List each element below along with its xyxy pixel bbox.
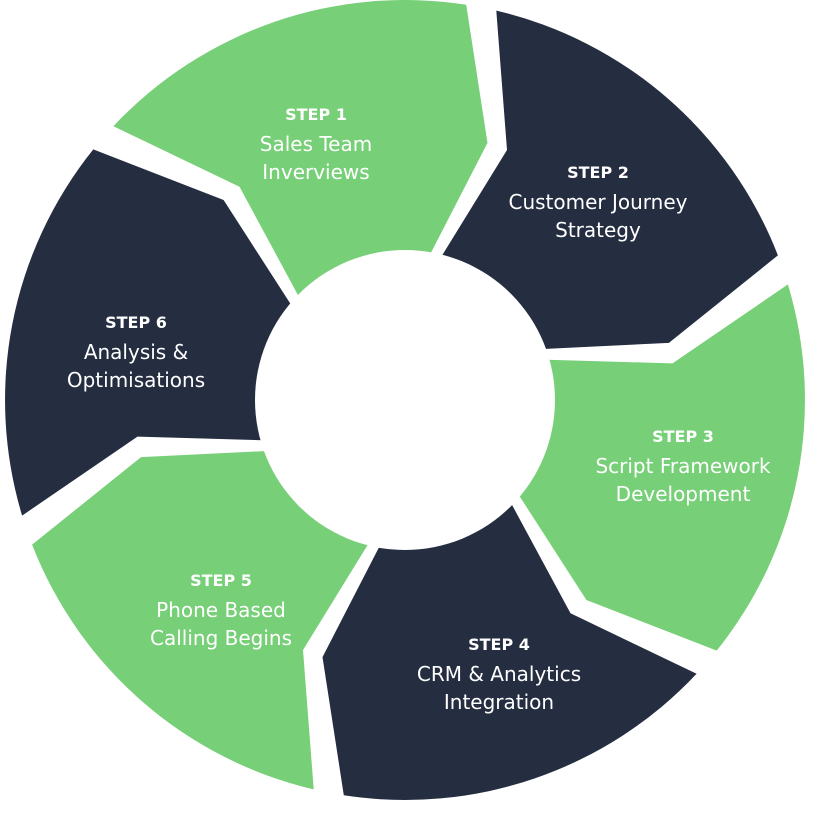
step-4-segment — [322, 495, 697, 801]
cycle-segments — [5, 0, 805, 801]
center-hole — [255, 250, 555, 550]
step-3-segment — [514, 284, 805, 651]
step-6-segment — [5, 149, 296, 516]
step-1-segment — [113, 0, 488, 305]
step-2-segment — [437, 10, 778, 350]
step-5-segment — [32, 450, 373, 790]
